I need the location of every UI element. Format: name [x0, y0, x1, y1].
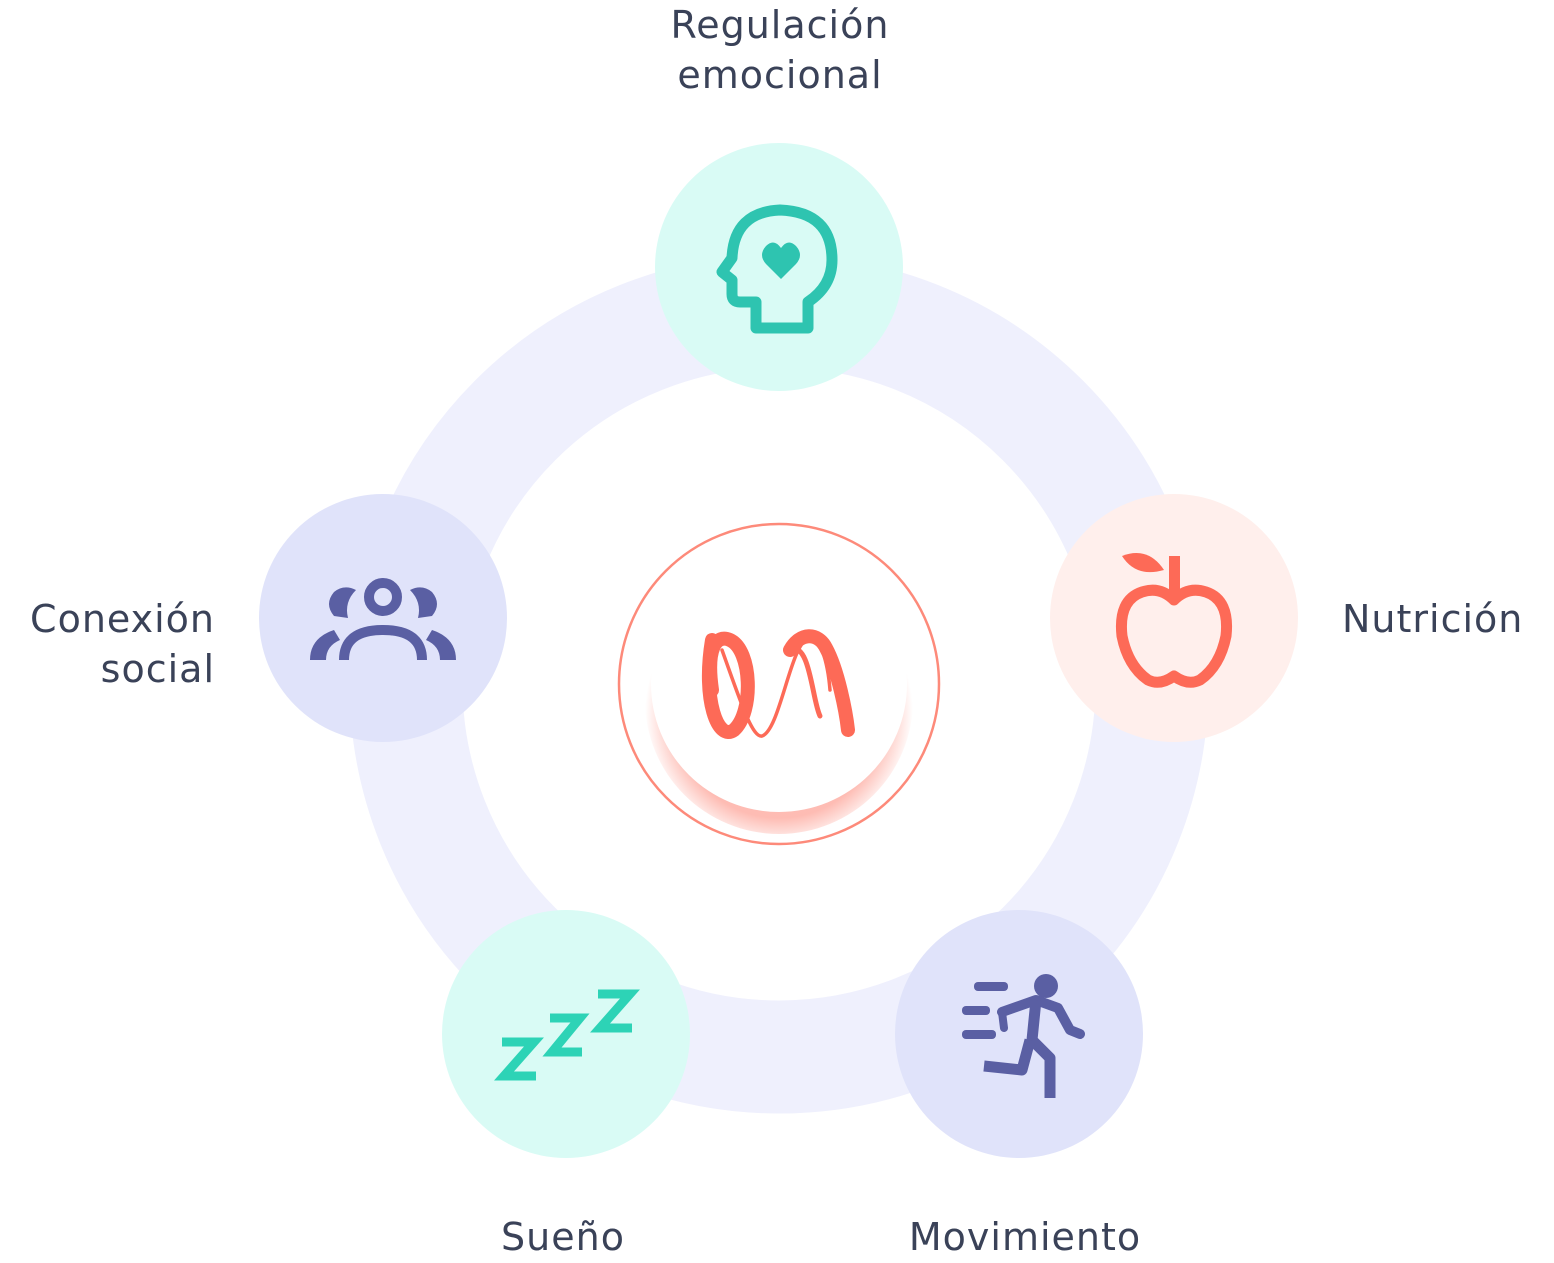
label-nutricion: Nutrición [1342, 594, 1523, 644]
wave-logo-icon [701, 629, 855, 739]
label-sueno: Sueño [413, 1212, 713, 1262]
label-sueno-line-1: Sueño [501, 1215, 625, 1259]
node-nutricion [1050, 494, 1298, 742]
center-emblem [617, 522, 941, 846]
label-movimiento-line-1: Movimiento [908, 1215, 1142, 1259]
label-regulacion: Regulación emocional [580, 0, 980, 100]
node-conexion [259, 494, 507, 742]
label-regulacion-line-2: emocional [677, 53, 883, 97]
label-conexion-line-1: Conexión [30, 597, 215, 641]
node-regulacion [655, 143, 903, 391]
head-heart-icon [716, 204, 838, 334]
label-movimiento: Movimiento [875, 1212, 1175, 1262]
label-nutricion-line-1: Nutrición [1342, 597, 1524, 641]
running-person-icon [962, 974, 1085, 1098]
label-conexion: Conexión social [30, 594, 215, 694]
node-movimiento [895, 910, 1143, 1158]
sleep-zzz-icon [494, 989, 640, 1081]
node-sueno [442, 910, 690, 1158]
apple-icon [1115, 553, 1233, 688]
people-group-icon [310, 578, 456, 661]
label-conexion-line-2: social [100, 647, 215, 691]
label-regulacion-line-1: Regulación [670, 3, 890, 47]
